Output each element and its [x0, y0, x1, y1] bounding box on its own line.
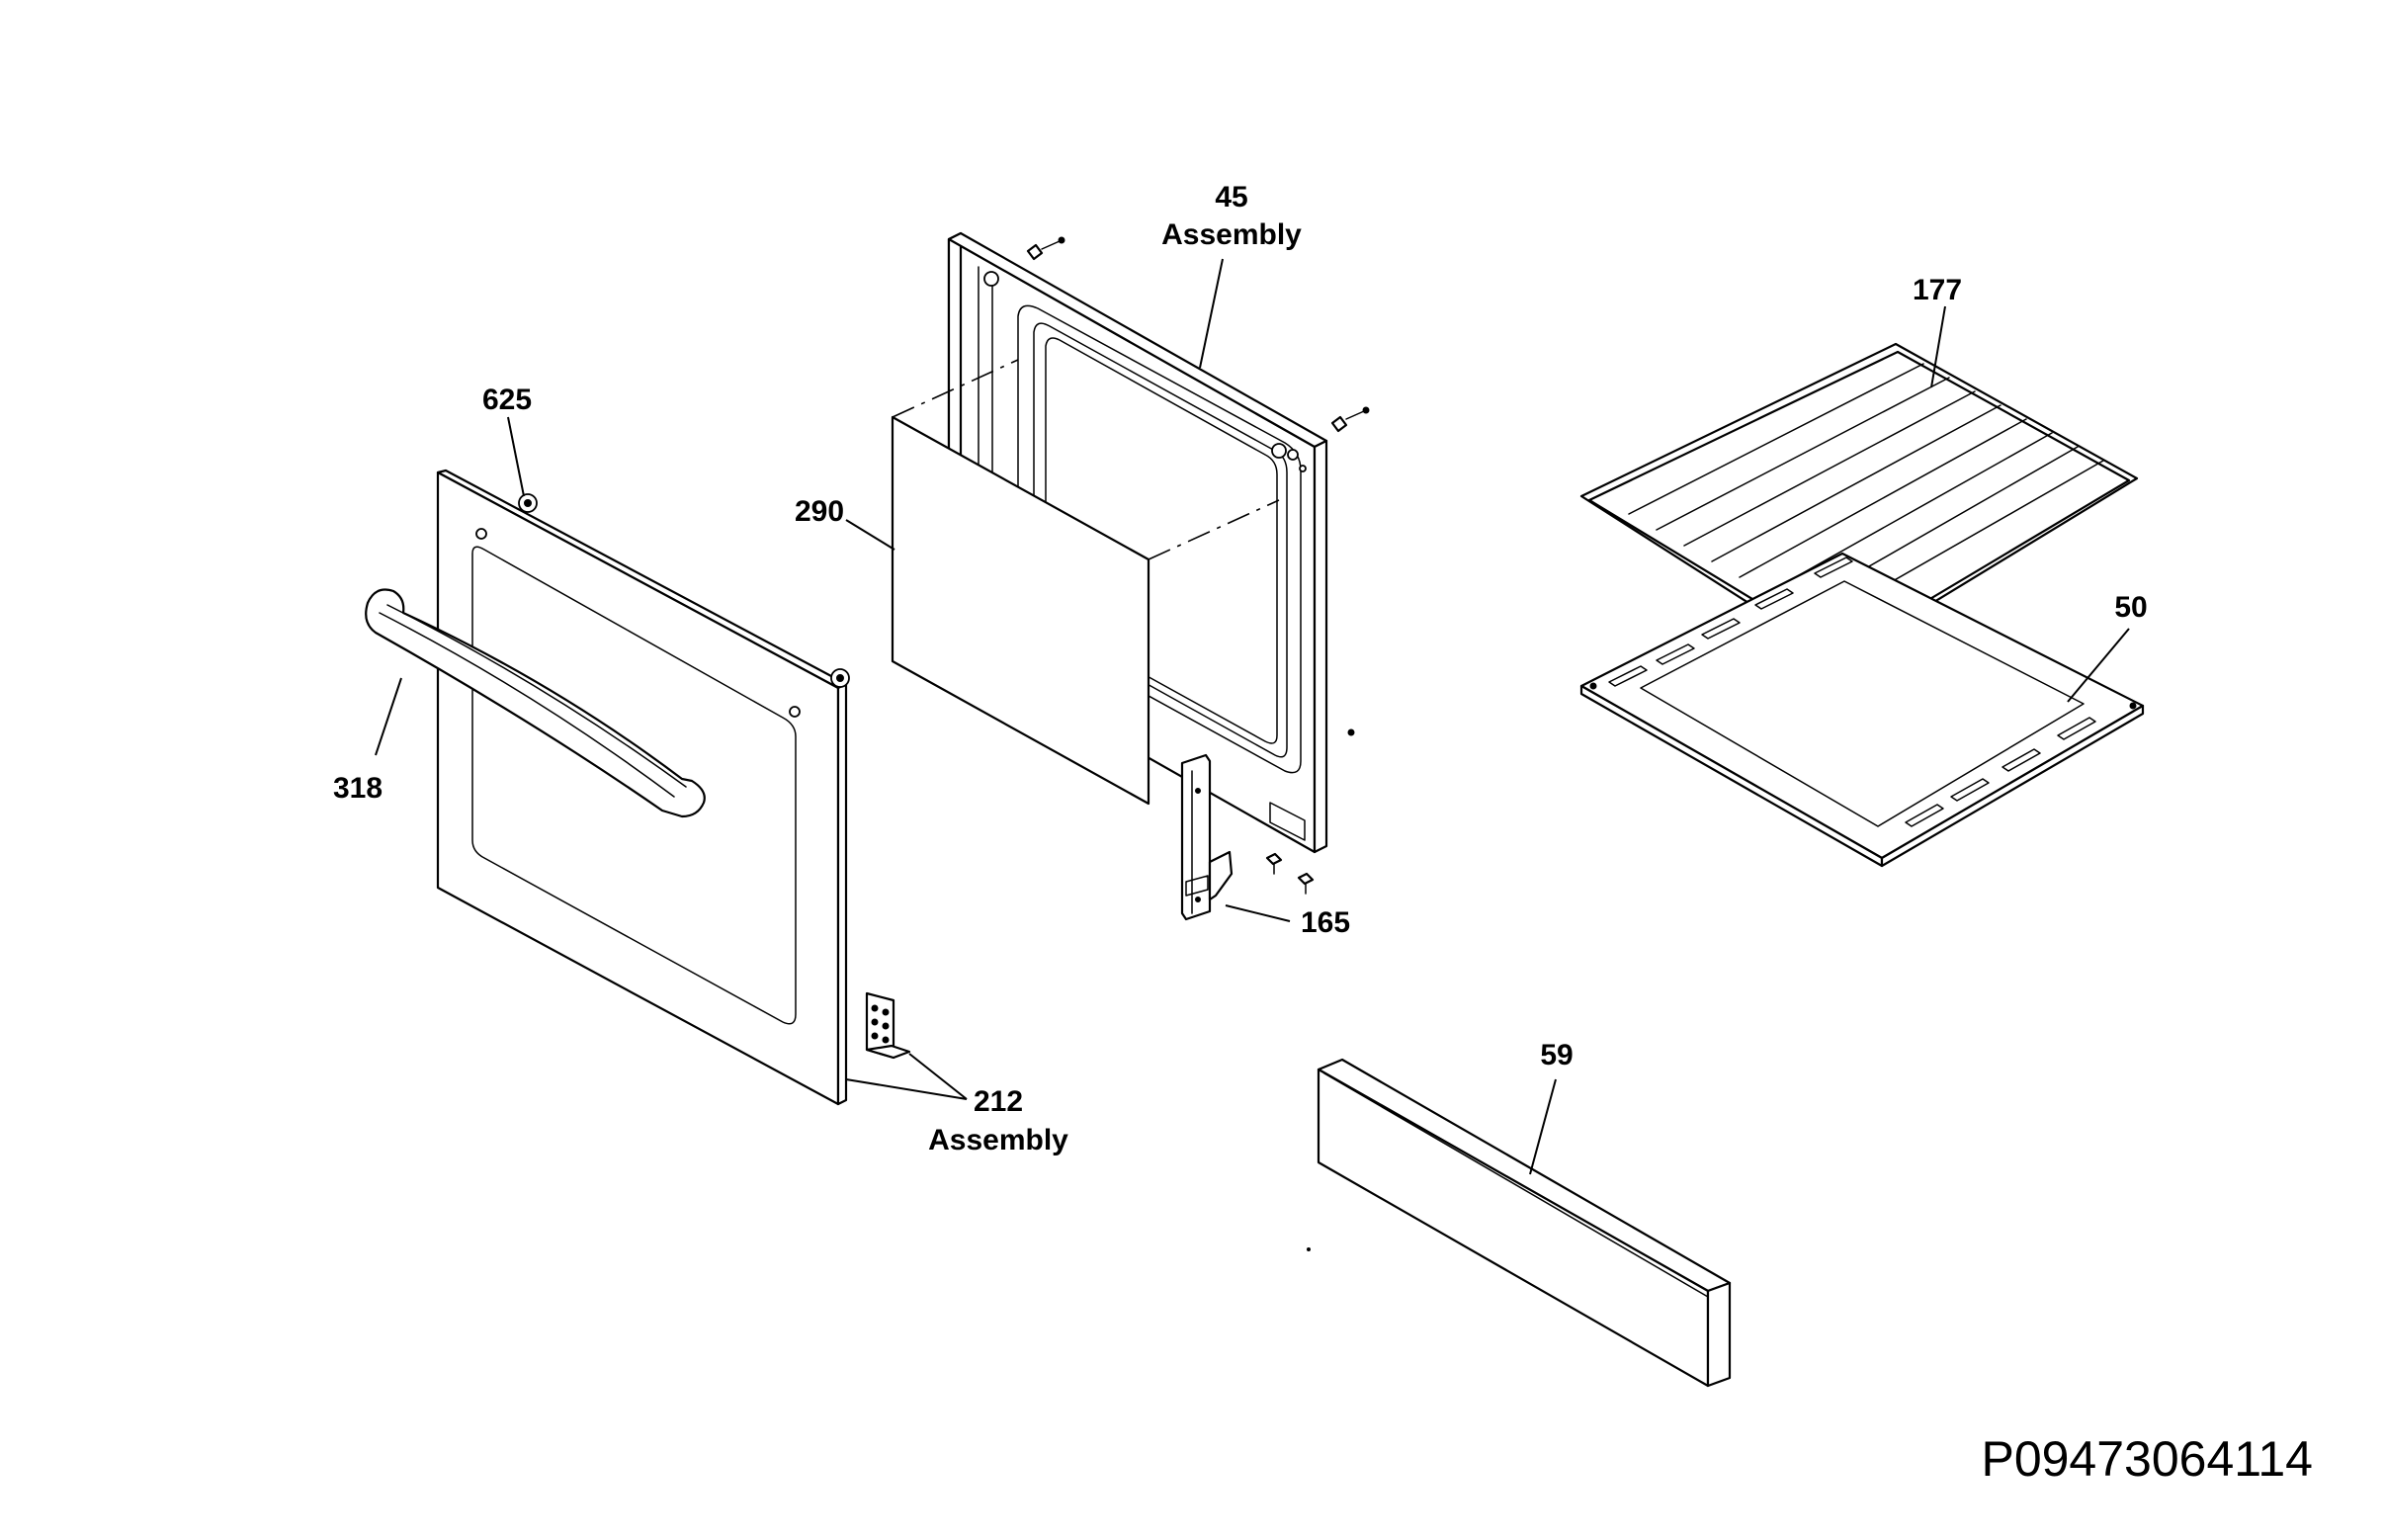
rack-frame-50[interactable]	[1579, 552, 2145, 868]
hinge-bracket-212[interactable]	[865, 991, 911, 1060]
callout-290: 290	[795, 495, 844, 528]
screw-bottom-2[interactable]	[1297, 872, 1315, 895]
callout-212-sub: Assembly	[928, 1124, 1068, 1156]
washer-right[interactable]	[830, 668, 850, 688]
callout-45-number: 45	[1215, 181, 1247, 214]
callout-50: 50	[2114, 591, 2147, 624]
glass-panel-290[interactable]	[891, 359, 1280, 806]
callout-177: 177	[1913, 274, 1962, 306]
screw-top-right[interactable]	[1330, 406, 1370, 433]
leader-lines	[375, 258, 2130, 1175]
callout-45: 45 Assembly	[1161, 181, 1302, 251]
callout-212: 212 Assembly	[928, 1085, 1068, 1156]
screw-bottom-1[interactable]	[1265, 852, 1283, 875]
screw-top-left[interactable]	[1026, 236, 1065, 261]
callout-45-sub: Assembly	[1161, 218, 1302, 251]
washer-part-625[interactable]	[518, 493, 538, 513]
callout-318: 318	[333, 772, 383, 805]
callout-165: 165	[1301, 906, 1350, 939]
callout-625: 625	[482, 384, 532, 416]
door-hinge-165[interactable]	[1180, 753, 1234, 921]
callout-59: 59	[1540, 1039, 1573, 1071]
door-handle[interactable]	[365, 588, 706, 818]
callout-212-number: 212	[974, 1085, 1023, 1118]
diagram-id: P09473064114	[1981, 1431, 2313, 1487]
kick-panel-59[interactable]	[1317, 1058, 1732, 1388]
